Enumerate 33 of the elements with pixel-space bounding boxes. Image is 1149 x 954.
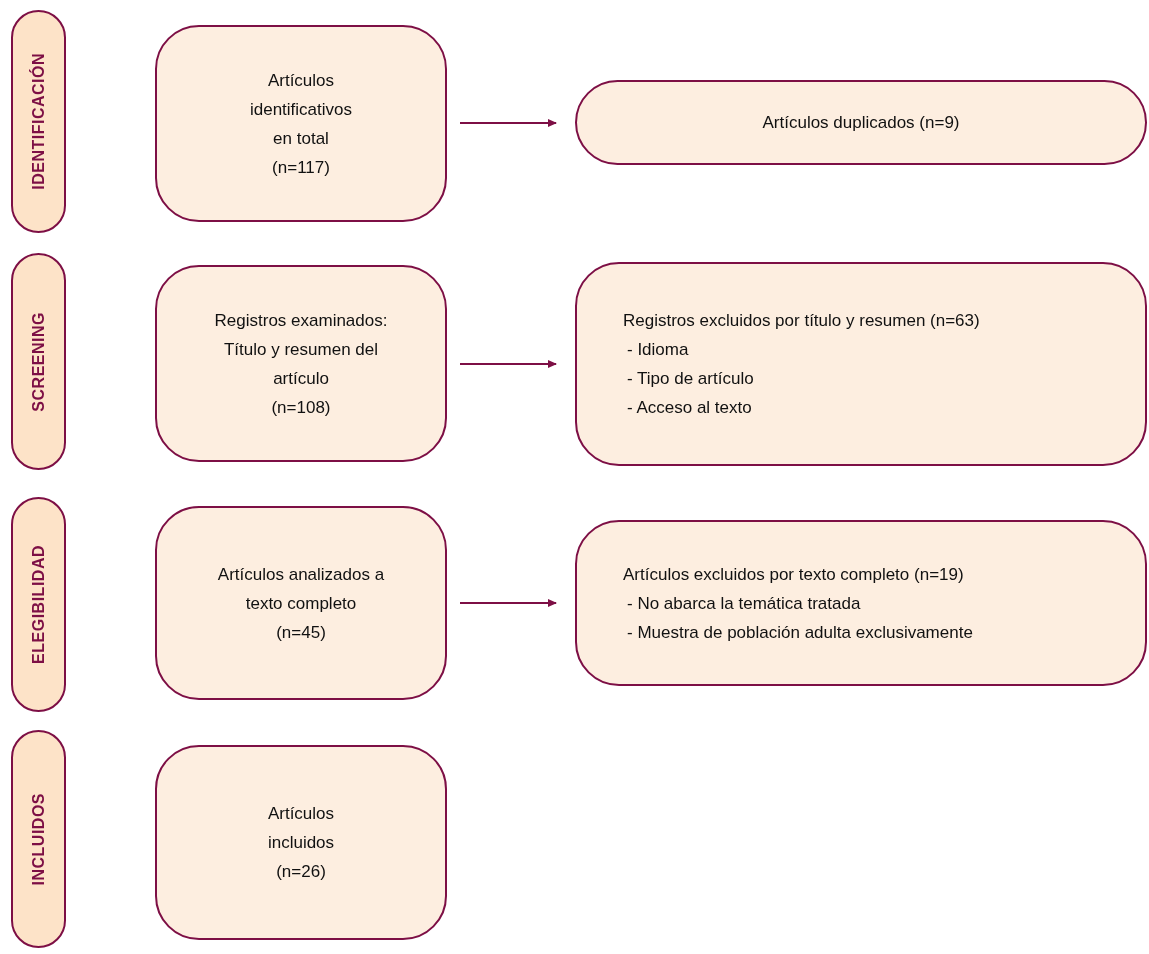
process-box [155, 745, 447, 940]
list-item: - Tipo de artículo [626, 368, 754, 390]
arrow [459, 119, 557, 127]
stage-label: SCREENING [29, 311, 48, 412]
list-item: - Acceso al texto [626, 397, 752, 419]
list-item: - Idioma [626, 339, 689, 361]
stage-pill [11, 253, 66, 470]
exclusion-box [575, 520, 1147, 686]
step-text: Registros examinados: Título y resumen del artículo [213, 309, 389, 390]
process-box [155, 506, 447, 700]
count-text: (n=45) [276, 621, 326, 644]
stage-label: ELEGIBILIDAD [29, 545, 48, 664]
arrow [459, 599, 557, 607]
exclusion-text: Artículos excluidos por texto completo (n=19) [623, 563, 964, 586]
exclusion-text: Registros excluidos por título y resumen (n=63) [623, 310, 980, 332]
process-box [155, 25, 447, 222]
step-text: Artículos incluidos [266, 803, 336, 854]
count-text: (n=108) [271, 396, 331, 419]
count-text: (n=26) [276, 861, 326, 883]
step-text: Artículos identificativos en total [248, 69, 354, 150]
count-text: (n=117) [272, 156, 330, 179]
list-item: - Muestra de población adulta exclusivamente [626, 621, 973, 644]
stage-label: IDENTIFICACIÓN [29, 53, 48, 190]
process-box [155, 265, 447, 462]
stage-label: INCLUIDOS [29, 792, 48, 886]
stage-pill [11, 10, 66, 233]
exclusion-text: Artículos duplicados (n=9) [762, 112, 960, 134]
list-item: - No abarca la temática tratada [626, 592, 861, 615]
exclusion-box [575, 262, 1147, 466]
step-text: Artículos analizados a texto completo [216, 563, 386, 615]
stage-pill [11, 497, 66, 712]
arrow [459, 360, 557, 368]
stage-pill [11, 730, 66, 948]
